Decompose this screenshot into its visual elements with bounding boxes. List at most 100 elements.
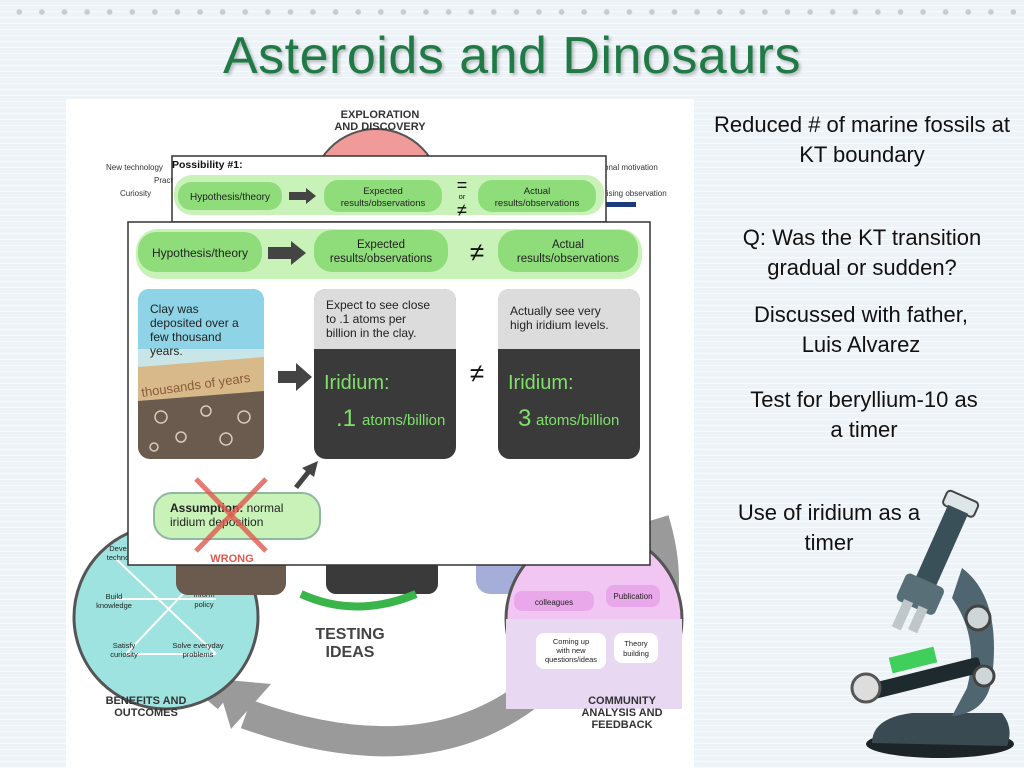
expected-header [314,289,456,349]
bg-label: curiosity [110,650,138,659]
ideas-label: IDEAS [326,644,375,661]
bg-label: colleagues [535,598,573,607]
bg-label: Satisfy [113,641,136,650]
possibility-panel: Possibility #1: Hypothesis/theory Expect… [171,155,607,223]
expect-text-1: Expect to see close [326,298,430,312]
assumption-box [153,492,321,540]
clay-text-1: Clay was [150,302,199,316]
front-expected1: Expected [357,239,405,251]
clay-layer [138,357,264,401]
equals-icon: = [457,175,468,195]
outcomes-label: OUTCOMES [114,707,178,719]
possibility-hypothesis: Hypothesis/theory [190,192,270,203]
bg-label: problems [183,650,214,659]
front-actual-box [498,230,638,272]
arrow-icon [294,461,318,489]
assumption-rest: normal [243,501,283,515]
cycle-arrow-bottom [240,677,546,757]
testing-label: TESTING [315,626,384,643]
bullet-text-3: Discussed with father, Luis Alvarez [754,302,968,357]
possibility-actual1: Actual [524,186,550,197]
bg-bar [604,202,636,207]
bg-label: Coming up [553,637,589,646]
bg-label: Theory [624,639,648,648]
dotted-border [8,8,1016,16]
microscope-icon [850,489,1014,758]
bg-publication-box [606,585,660,607]
clay-column: Clay was deposited over a few thousand y… [138,289,264,459]
bg-label: New technology [106,163,163,172]
actual-iridium-unit: atoms/billion [536,412,619,429]
possibility-expected1: Expected [363,186,403,197]
front-panel: Hypothesis/theory Expected results/obser… [127,221,651,566]
expected-iridium-label: Iridium: [324,372,390,394]
analysis-label: ANALYSIS AND [581,707,662,719]
possibility-label: Possibility #1: [172,159,243,171]
discovery-label: AND DISCOVERY [334,121,426,133]
bg-label: rising observation [604,189,667,198]
actual-iridium-value: 3 [518,405,531,432]
bg-label: Pract [154,176,173,185]
clay-sky [138,289,264,349]
front-expected-box [314,230,448,272]
actual-iridium-label: Iridium: [508,372,574,394]
clay-text-4: years. [150,344,183,358]
cross-icon [194,477,268,553]
bg-label: building [623,649,649,658]
possibility-actual-box [478,180,596,212]
bullet-text-5: Use of iridium as a timer [737,500,921,555]
bullet-text-4: Test for beryllium-10 as a timer [750,387,978,442]
arrow-icon [278,363,312,391]
clay-text-2: deposited over a [150,316,239,330]
bg-label: techno [107,553,130,562]
front-actual2: results/observations [517,253,620,265]
bg-label: Publication [613,592,652,601]
bg-label: onal motivation [604,163,658,172]
testing-arc [299,590,418,611]
clay-text-3: few thousand [150,330,221,344]
bullet-text-2: Q: Was the KT transition gradual or sudd… [742,225,982,280]
not-equal-icon: ≠ [470,237,484,267]
arrow-icon [268,241,306,265]
bg-label: Build [106,592,123,601]
possibility-expected2: results/observations [341,198,426,209]
bg-coming-box [536,633,606,669]
cycle-arrowhead [216,679,271,729]
bullet-text-1: Reduced # of marine fossils at KT bounda… [714,112,1010,167]
actual-header [498,289,640,349]
possibility-expected-box [324,180,442,212]
benefits-label: BENEFITS AND [106,695,187,707]
background-diagram: EXPLORATION AND DISCOVERY New technology… [72,109,684,757]
expect-text-3: billion in the clay. [326,326,417,340]
or-label: or [459,192,466,201]
not-equal-icon: ≠ [457,200,467,220]
slide-title: Asteroids and Dinosaurs [222,27,801,85]
bg-colleagues-box [514,591,594,611]
expected-iridium-unit: atoms/billion [362,412,445,429]
bg-label: questions/ideas [545,655,597,664]
bg-label: Deve [109,544,127,553]
bg-label: Solve everyday [172,641,224,650]
possibility-hypothesis-box [178,182,282,210]
bg-label: knowledge [96,601,132,610]
front-expected2: results/observations [330,253,433,265]
arrow-icon [289,188,316,204]
exploration-label: EXPLORATION [341,109,420,121]
feedback-label: FEEDBACK [591,719,652,731]
front-actual1: Actual [552,239,584,251]
wrong-label: WRONG [210,553,253,565]
possibility-actual2: results/observations [495,198,580,209]
bg-theory-box [614,633,658,663]
front-hypothesis: Hypothesis/theory [152,246,248,260]
bg-label: Curiosity [120,189,151,198]
science-process-figure: EXPLORATION AND DISCOVERY New technology… [66,99,694,768]
not-equal-icon: ≠ [470,358,484,388]
community-label: COMMUNITY [588,695,656,707]
actually-text-2: high iridium levels. [510,318,609,332]
expect-text-2: to .1 atoms per [326,312,406,326]
expected-iridium-value: .1 [336,405,356,432]
actually-text-1: Actually see very [510,304,601,318]
bg-label: with new [555,646,586,655]
bg-label: policy [194,600,213,609]
fossil-icons [149,405,251,452]
